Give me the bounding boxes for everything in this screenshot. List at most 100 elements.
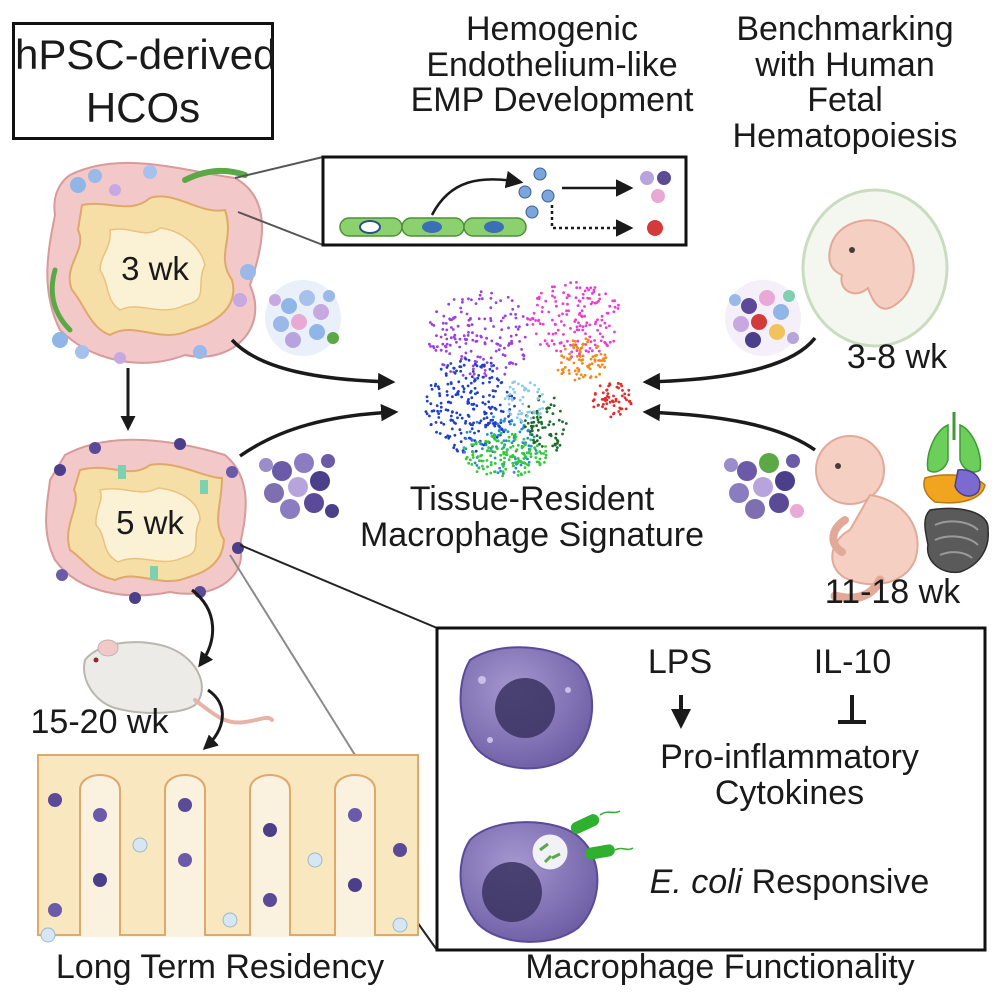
umap-point [604, 396, 607, 400]
umap-point [439, 409, 443, 413]
umap-point [438, 432, 442, 435]
emp-cell [533, 167, 547, 181]
umap-point [462, 363, 466, 367]
umap-point [561, 420, 564, 424]
umap-point [586, 296, 590, 300]
umap-point [502, 444, 506, 448]
umap-point [518, 409, 521, 413]
umap-point [572, 346, 576, 350]
umap-point [502, 460, 506, 464]
umap-point [439, 335, 443, 339]
umap-point [467, 358, 471, 362]
umap-point [444, 372, 448, 375]
umap-point [569, 343, 572, 347]
umap-point [555, 446, 559, 449]
arrow-3wk-to-umap [230, 338, 396, 391]
umap-point [575, 325, 579, 329]
umap-point [466, 402, 470, 405]
umap-point [461, 300, 464, 304]
umap-point [541, 407, 544, 410]
umap-point [503, 346, 506, 350]
umap-point [492, 433, 496, 436]
umap-point [492, 325, 495, 328]
umap-point [534, 319, 537, 322]
umap-point [493, 437, 497, 441]
umap-point [508, 361, 511, 365]
umap-point [526, 421, 530, 425]
umap-point [534, 456, 538, 459]
umap-point [490, 431, 493, 435]
umap-point [442, 314, 446, 318]
umap-point [505, 450, 508, 454]
umap-point [535, 434, 539, 438]
umap-point [473, 461, 477, 465]
umap-point [471, 453, 475, 457]
umap-point [573, 378, 577, 382]
umap-point [501, 353, 505, 357]
umap-point [575, 286, 579, 290]
umap-point [513, 455, 517, 459]
umap-point [455, 369, 458, 373]
lps-label: LPS [647, 643, 713, 681]
umap-point [567, 369, 571, 372]
umap-point [603, 353, 607, 357]
umap-point [425, 395, 429, 399]
umap-point [618, 412, 622, 416]
umap-point [490, 412, 493, 415]
umap-point [526, 317, 530, 321]
stage-label-mouse: 15-20 wk [30, 703, 169, 741]
umap-point [507, 402, 511, 406]
umap-point [467, 398, 470, 401]
umap-point [471, 450, 475, 454]
umap-point [521, 445, 525, 449]
umap-point [507, 420, 511, 423]
umap-point [523, 466, 527, 469]
umap-point [608, 400, 612, 404]
umap-point [540, 445, 544, 448]
umap-point [623, 396, 627, 400]
umap-point [500, 462, 504, 466]
umap-point [568, 372, 571, 375]
umap-point [531, 424, 535, 428]
umap-point [535, 451, 539, 455]
mouse-eye [93, 657, 99, 663]
umap-point [430, 387, 434, 391]
pale-cell [132, 837, 148, 853]
umap-point [479, 454, 483, 458]
umap-point [509, 446, 512, 449]
umap-point [452, 335, 456, 339]
umap-point [513, 390, 517, 394]
pale-cell [392, 917, 408, 933]
macrophage [226, 466, 238, 478]
umap-point [524, 425, 527, 429]
umap-point [552, 342, 556, 346]
umap-point [588, 367, 592, 371]
umap-point [567, 309, 570, 313]
arrow-fetal-early-to-umap [642, 336, 817, 391]
umap-point [434, 349, 438, 352]
umap-point [567, 294, 571, 298]
umap-point [554, 331, 558, 335]
umap-point [444, 408, 448, 412]
umap-point [550, 339, 554, 343]
umap-point [537, 413, 541, 416]
umap-point [497, 348, 501, 352]
umap-point [445, 337, 449, 341]
umap-point [429, 384, 433, 387]
umap-point [590, 362, 594, 366]
nucleus [422, 221, 442, 233]
fetus-eye [835, 463, 841, 469]
umap-point [540, 291, 543, 295]
umap-point [616, 381, 620, 385]
umap-point [473, 431, 476, 435]
umap-point [577, 358, 581, 361]
umap-point [537, 460, 541, 464]
benchmark-label: Benchmarking with Human Fetal Hematopoie… [732, 10, 958, 156]
umap-point [471, 338, 475, 342]
umap-point [604, 399, 607, 403]
blood-cell [193, 345, 207, 359]
umap-point [478, 459, 481, 462]
crypt-villus-epithelium [37, 754, 419, 936]
umap-point [507, 435, 511, 439]
hemogenic-label: Hemogenic Endothelium-like EMP Developme… [410, 10, 694, 120]
